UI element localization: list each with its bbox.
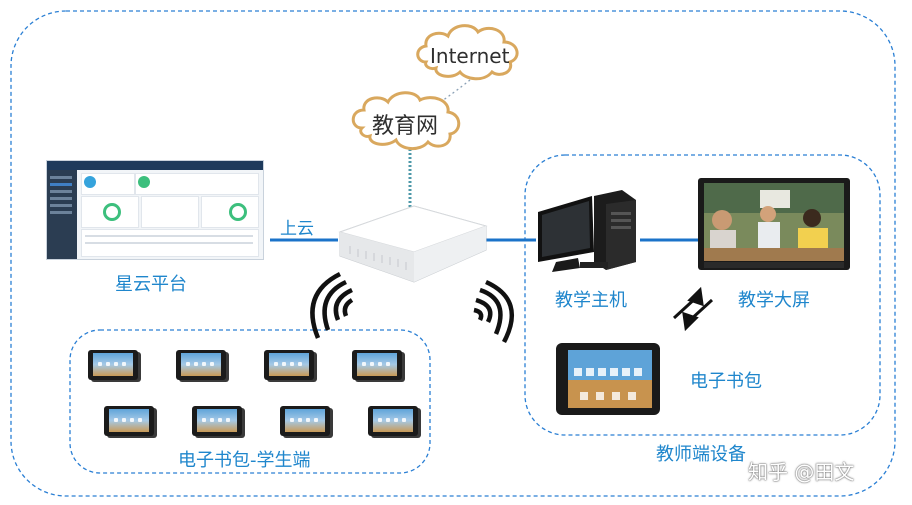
student-tablet-7 xyxy=(280,406,330,436)
cloud-up-label: 上云 xyxy=(280,219,314,239)
internet-link xyxy=(431,79,471,109)
student-tablet-3 xyxy=(264,350,314,380)
teaching-screen-icon xyxy=(698,178,850,270)
watermark: 知乎 @田文 xyxy=(748,460,855,484)
teaching-screen-label: 教学大屏 xyxy=(738,290,810,311)
teacher-ebag-icon xyxy=(556,343,660,415)
student-tablet-2 xyxy=(176,350,226,380)
wifi-signal-left-icon xyxy=(310,271,354,339)
student-tablet-1 xyxy=(88,350,138,380)
student-tablet-8 xyxy=(368,406,418,436)
student-group-label: 电子书包-学生端 xyxy=(178,450,311,471)
internet-cloud-icon xyxy=(416,24,519,81)
router-device-icon xyxy=(338,205,488,283)
platform-topbar xyxy=(47,161,263,170)
platform-label: 星云平台 xyxy=(115,274,187,295)
internet-label: Internet xyxy=(430,44,510,68)
student-tablet-5 xyxy=(104,406,154,436)
platform-screenshot xyxy=(46,160,264,260)
outer-dashed-boundary xyxy=(10,10,896,497)
teacher-group-boundary xyxy=(524,154,881,436)
teaching-host-icon xyxy=(538,190,636,272)
edu-net-label: 教育网 xyxy=(372,114,439,139)
teaching-host-label: 教学主机 xyxy=(555,290,627,311)
sync-arrows-icon xyxy=(672,286,714,332)
student-tablet-6 xyxy=(192,406,242,436)
ebag-label: 电子书包 xyxy=(690,371,762,392)
student-group-boundary xyxy=(69,329,431,474)
platform-sidebar xyxy=(47,170,77,259)
teacher-group-label: 教师端设备 xyxy=(656,444,746,465)
wifi-signal-right-icon xyxy=(473,279,514,344)
student-tablet-4 xyxy=(352,350,402,380)
edu-net-cloud-icon xyxy=(351,91,461,150)
